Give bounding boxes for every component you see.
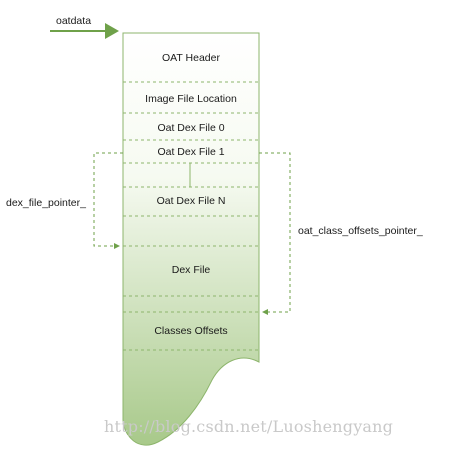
dex-file-pointer-arrow xyxy=(93,152,123,249)
segment-dividers xyxy=(123,81,259,351)
segment-oat-dex-file-1: Oat Dex File 1 xyxy=(157,146,225,158)
segment-dex-file: Dex File xyxy=(171,264,211,276)
segment-image-file-location: Image File Location xyxy=(145,93,237,105)
watermark: http://blog.csdn.net/Luoshengyang xyxy=(104,417,394,436)
segment-oat-header: OAT Header xyxy=(162,52,220,64)
segment-oat-dex-file-n: Oat Dex File N xyxy=(156,195,226,207)
oatdata-label: oatdata xyxy=(56,15,92,27)
dex-file-pointer-label: dex_file_pointer_ xyxy=(6,197,86,209)
segment-oat-dex-file-0: Oat Dex File 0 xyxy=(157,122,225,134)
class-offsets-pointer-label: oat_class_offsets_pointer_ xyxy=(298,225,423,237)
class-offsets-pointer-arrow xyxy=(259,152,291,315)
oat-file-body xyxy=(122,32,260,446)
segment-classes-offsets: Classes Offsets xyxy=(154,325,228,337)
